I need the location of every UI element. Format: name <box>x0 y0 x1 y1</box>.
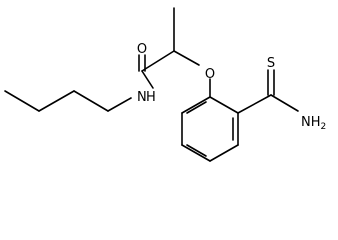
bond-n-carbonyl <box>141 70 154 89</box>
ring-bond-1 <box>209 96 239 114</box>
carbonyl-oxygen-label: O <box>137 42 147 57</box>
bond-chiral-ether-o <box>173 50 200 66</box>
ring-bond-6 <box>181 96 211 114</box>
bond-carbonyl-chiral <box>141 50 175 72</box>
ring-bond-4 <box>181 144 211 162</box>
amide-group <box>138 50 175 89</box>
chiral-center <box>173 7 200 66</box>
molecule-structure: O N H O S NH2 <box>4 7 326 162</box>
thioamide-subscript: 2 <box>321 122 327 132</box>
butyl-chain <box>4 90 132 112</box>
bond-ring-thiocarbon <box>237 94 272 114</box>
benzene-ring <box>181 96 239 162</box>
bond-butyl-2 <box>38 90 75 112</box>
ring-bond-3 <box>209 144 239 162</box>
amide-nitrogen-label: N <box>137 90 147 105</box>
thioamide-nitrogen-label: NH2 <box>301 115 326 132</box>
ring-inner-bond-c <box>186 101 207 114</box>
bond-thio-nh2 <box>270 94 299 112</box>
thio-sulfur-label: S <box>267 56 275 71</box>
bond-butyl-3 <box>73 90 109 112</box>
thioamide-nh-text: NH <box>301 115 321 130</box>
thioamide-group <box>237 69 299 114</box>
bond-butyl-1 <box>4 90 40 112</box>
bond-butyl-n <box>107 97 132 112</box>
ether-oxygen-label: O <box>205 67 215 82</box>
ring-inner-bond-b <box>186 144 207 157</box>
amide-hydrogen-label: H <box>146 90 156 105</box>
